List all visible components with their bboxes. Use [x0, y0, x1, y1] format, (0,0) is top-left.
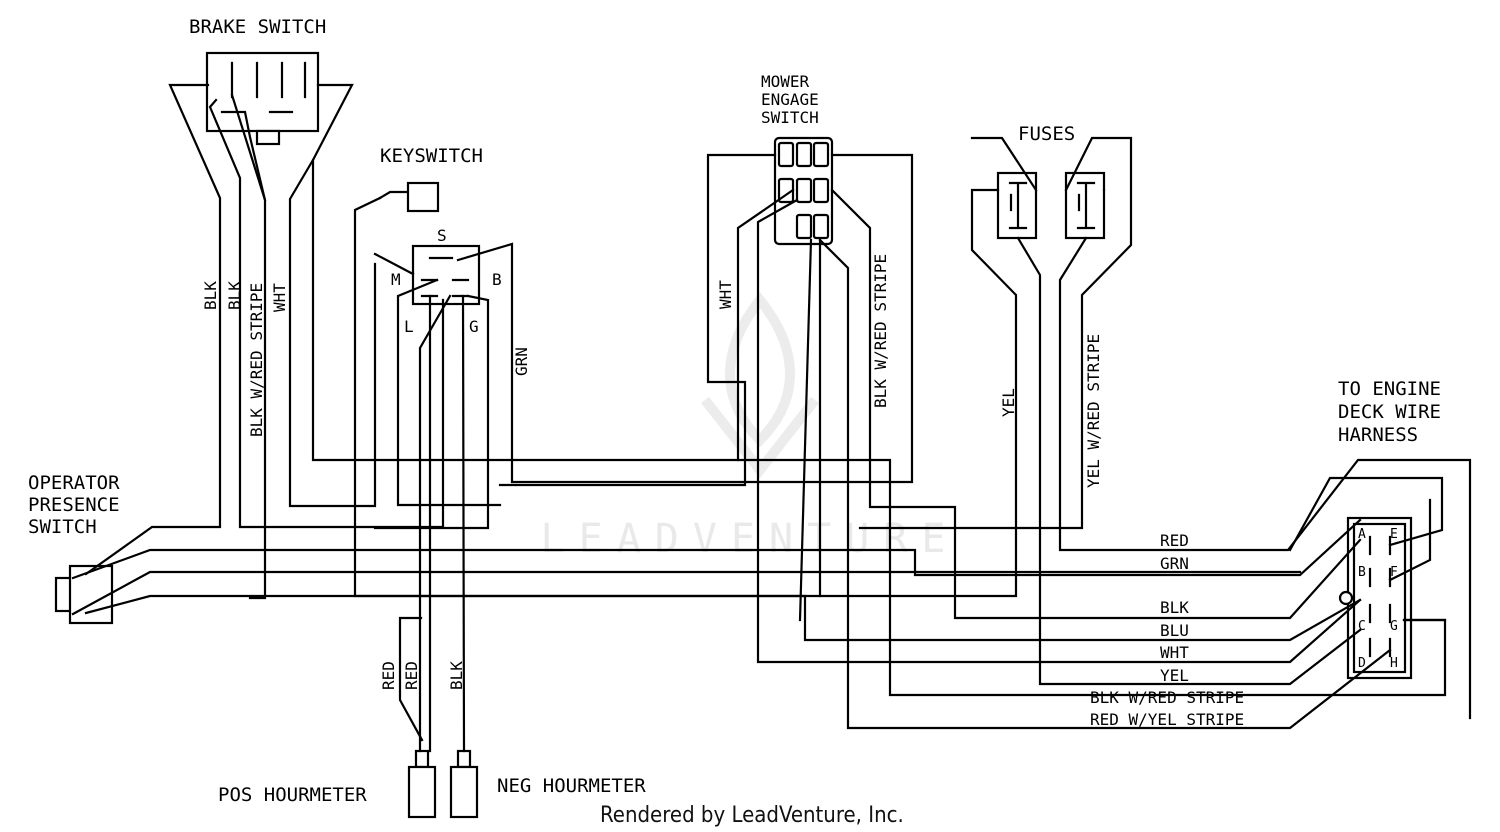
pin-d: D	[1358, 656, 1366, 671]
wire-label-yel-w-red-stripe: YEL W/RED STRIPE	[1084, 334, 1103, 488]
to-engine-label-1: TO ENGINE	[1338, 378, 1441, 400]
operator-presence-label-3: SWITCH	[28, 516, 97, 538]
mower-engage-label-3: SWITCH	[761, 108, 819, 127]
watermark: LEADVENTURE	[541, 291, 960, 562]
wire-label-blk-2: BLK	[225, 281, 244, 310]
component-labels: BRAKE SWITCH KEYSWITCH MOWER ENGAGE SWIT…	[28, 16, 1441, 806]
fuse-right	[1064, 171, 1106, 240]
wire-label-yel: YEL	[999, 388, 1018, 417]
wire-label-grn: GRN	[512, 347, 531, 376]
terminal-s: S	[437, 226, 447, 245]
pin-c: C	[1358, 619, 1366, 634]
connector-pin-labels: A B C D E F G H	[1358, 527, 1398, 671]
wire-label-wht: WHT	[270, 283, 289, 312]
operator-presence-switch	[54, 564, 114, 625]
harness-label-yel: YEL	[1160, 666, 1189, 685]
harness-label-blu: BLU	[1160, 621, 1189, 640]
wires	[71, 83, 1472, 753]
wire-label-blk-hour: BLK	[447, 661, 466, 690]
pos-hourmeter-terminal	[407, 749, 437, 819]
keyswitch	[411, 244, 481, 306]
pin-h: H	[1390, 656, 1398, 671]
mower-engage-switch	[773, 136, 834, 246]
to-engine-label-2: DECK WIRE	[1338, 401, 1441, 423]
mower-engage-label-1: MOWER	[761, 72, 810, 91]
mower-engage-label-2: ENGAGE	[761, 90, 819, 109]
harness-label-blk-w-red-stripe: BLK W/RED STRIPE	[1090, 688, 1244, 707]
keyswitch-terminal-labels: S M B L G	[391, 226, 502, 336]
pin-f: F	[1390, 565, 1398, 580]
pin-b: B	[1358, 565, 1366, 580]
brake-switch	[205, 51, 320, 146]
vertical-wire-labels: BLK BLK BLK W/RED STRIPE WHT GRN WHT BLK…	[201, 254, 1103, 690]
pin-a: A	[1358, 527, 1366, 542]
harness-wire-labels: RED GRN BLK BLU WHT YEL BLK W/RED STRIPE…	[1090, 531, 1244, 729]
harness-label-grn: GRN	[1160, 554, 1189, 573]
operator-presence-label-1: OPERATOR	[28, 472, 120, 494]
brake-switch-label: BRAKE SWITCH	[189, 16, 326, 38]
terminal-b: B	[492, 270, 502, 289]
wire-label-wht-2: WHT	[716, 280, 735, 309]
fuses-label: FUSES	[1018, 123, 1075, 145]
neg-hourmeter-terminal	[449, 749, 479, 819]
keyswitch-label: KEYSWITCH	[380, 145, 483, 167]
pin-e: E	[1390, 527, 1398, 542]
wire-label-blk-red-stripe: BLK W/RED STRIPE	[247, 283, 266, 437]
harness-label-blk: BLK	[1160, 598, 1189, 617]
wire-label-blk-w-red-stripe: BLK W/RED STRIPE	[871, 254, 890, 408]
terminal-m: M	[391, 270, 401, 289]
wire-label-red-1: RED	[379, 661, 398, 690]
wire-label-red-2: RED	[402, 661, 421, 690]
keyswitch-connector	[378, 181, 440, 213]
watermark-text: LEADVENTURE	[541, 516, 960, 562]
neg-hourmeter-label: NEG HOURMETER	[497, 775, 646, 797]
harness-label-wht: WHT	[1160, 643, 1189, 662]
wire-label-blk-1: BLK	[201, 281, 220, 310]
harness-label-red-w-yel-stripe: RED W/YEL STRIPE	[1090, 710, 1244, 729]
credit-text: Rendered by LeadVenture, Inc.	[600, 803, 904, 828]
pos-hourmeter-label: POS HOURMETER	[218, 784, 367, 806]
terminal-l: L	[404, 317, 414, 336]
operator-presence-label-2: PRESENCE	[28, 494, 120, 516]
harness-label-red: RED	[1160, 531, 1189, 550]
terminal-g: G	[469, 317, 479, 336]
fuse-left	[996, 171, 1038, 240]
to-engine-label-3: HARNESS	[1338, 424, 1418, 446]
pin-g: G	[1390, 619, 1398, 634]
watermark-flame-logo	[701, 291, 819, 479]
